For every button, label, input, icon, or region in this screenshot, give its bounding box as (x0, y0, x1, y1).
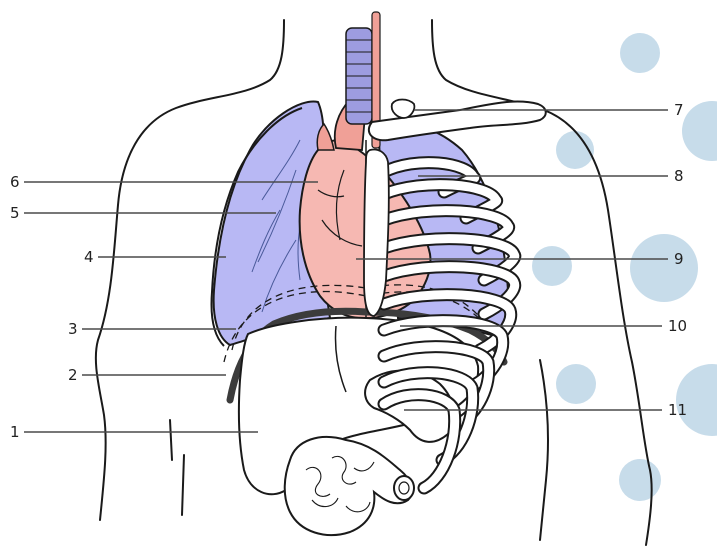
trachea (346, 28, 372, 124)
label-number: 9 (674, 250, 684, 268)
intestine-shape (285, 437, 412, 535)
label-number: 1 (10, 423, 20, 441)
label-number: 2 (68, 366, 78, 384)
intestine-opening (394, 476, 414, 500)
label-number: 6 (10, 173, 20, 191)
bubble-icon (682, 101, 717, 161)
label-number: 8 (674, 167, 684, 185)
bubble-icon (532, 246, 572, 286)
background-bubbles (532, 33, 717, 501)
label-number: 3 (68, 320, 78, 338)
label-number: 5 (10, 204, 20, 222)
upper-bone-shape (392, 100, 415, 119)
sternum-shape (364, 150, 389, 317)
bubble-icon (620, 33, 660, 73)
bubble-icon (630, 234, 698, 302)
label-number: 10 (668, 317, 687, 335)
bubble-icon (619, 459, 661, 501)
bubble-icon (556, 364, 596, 404)
organs (212, 12, 546, 535)
label-number: 11 (668, 401, 687, 419)
label-number: 7 (674, 101, 684, 119)
bubble-icon (676, 364, 717, 436)
ribcage (384, 163, 515, 488)
label-number: 4 (84, 248, 94, 266)
